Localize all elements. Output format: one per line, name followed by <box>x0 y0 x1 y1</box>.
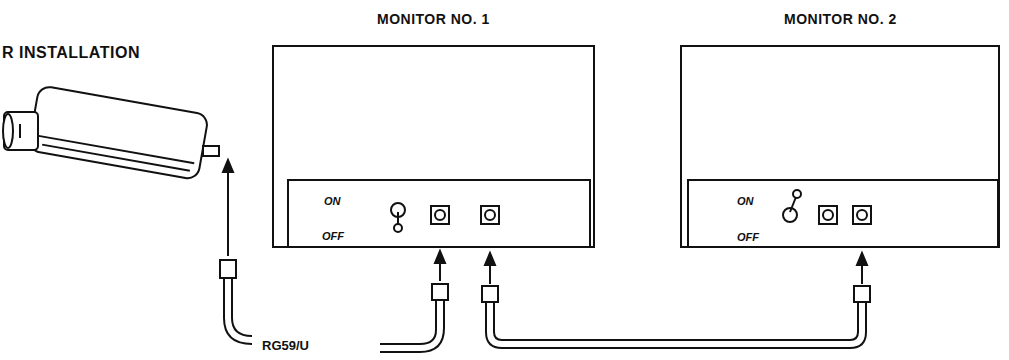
monitor-box: MONITOR NO. 1ONOFF <box>272 45 595 248</box>
diagram-title: R INSTALLATION <box>2 44 140 62</box>
camera-cable <box>220 160 252 344</box>
input-cable <box>380 251 448 352</box>
connectors <box>431 206 871 224</box>
cable-label: RG59/U <box>262 338 309 353</box>
monitor-heading: MONITOR NO. 1 <box>377 11 490 27</box>
camera <box>3 85 219 180</box>
monitor-box: MONITOR NO. 2ONOFF <box>680 45 1000 248</box>
switch-label: OFF <box>737 231 759 243</box>
switch-label: ON <box>324 195 341 207</box>
coax-cable <box>482 253 870 348</box>
switch-label: OFF <box>322 230 344 242</box>
monitor-heading: MONITOR NO. 2 <box>784 11 897 27</box>
switches <box>391 190 801 232</box>
panels <box>288 180 998 247</box>
switch-label: ON <box>737 195 754 207</box>
